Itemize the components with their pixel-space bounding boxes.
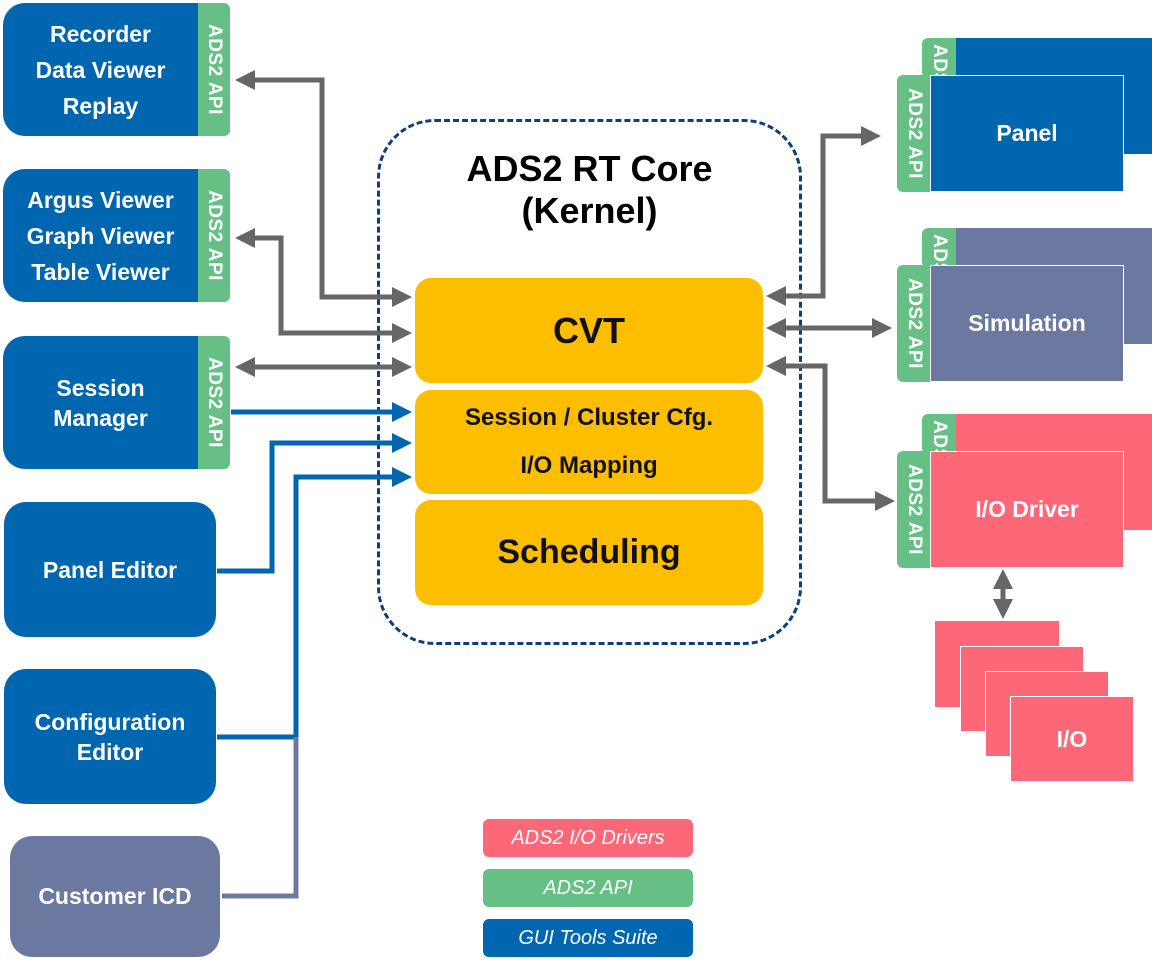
tool-label-line: Manager: [53, 404, 148, 431]
arrow-config-editor-cfg: [217, 467, 412, 740]
api-tag: ADS2 API: [897, 451, 931, 568]
api-tag-label: ADS2 API: [204, 357, 225, 448]
tool-label-line: Replay: [62, 92, 139, 119]
api-tag-label: ADS2 API: [928, 234, 950, 268]
tool-session-manager[interactable]: Session Manager: [3, 336, 198, 469]
tool-panel-editor[interactable]: Panel Editor: [4, 502, 216, 637]
io-driver-back-card-edge: [1149, 414, 1152, 530]
simulation-back-card-edge: [1149, 228, 1152, 344]
panel-label: Panel: [996, 120, 1058, 146]
tool-argus-graph-table-viewer[interactable]: Argus Viewer Graph Viewer Table Viewer: [3, 169, 198, 302]
api-tag: ADS2 API: [198, 3, 230, 136]
simulation-component[interactable]: Simulation: [930, 265, 1124, 382]
tool-label-line: Configuration: [34, 708, 186, 735]
rt-core-title-line1: ADS2 RT Core: [466, 148, 713, 189]
rt-core-title: ADS2 RT Core (Kernel): [377, 148, 802, 232]
io-mapping-label: I/O Mapping: [520, 452, 658, 479]
arrow-cvt-io-driver: [766, 356, 895, 511]
cvt-block[interactable]: CVT: [415, 278, 763, 383]
api-tag-back: ADS2 API: [922, 414, 956, 454]
rt-core-title-line2: (Kernel): [521, 190, 658, 231]
panel-back-card-edge: [1149, 38, 1152, 154]
legend-label: ADS2 API: [543, 876, 633, 899]
api-tag: ADS2 API: [198, 169, 230, 302]
arrow-recorder-cvt: [235, 70, 412, 307]
io-driver-label: I/O Driver: [975, 496, 1079, 522]
scheduling-label: Scheduling: [497, 533, 681, 571]
cvt-label: CVT: [553, 309, 625, 351]
simulation-label: Simulation: [968, 310, 1086, 336]
legend-gui-tools: GUI Tools Suite: [483, 919, 693, 957]
api-tag: ADS2 API: [198, 336, 230, 469]
io-label: I/O: [1056, 725, 1088, 752]
tool-label-line: Customer ICD: [38, 883, 192, 909]
api-tag-label: ADS2 API: [904, 464, 925, 555]
tool-label-line: Graph Viewer: [26, 222, 175, 249]
legend-api: ADS2 API: [483, 869, 693, 907]
api-tag-label: ADS2 API: [904, 88, 925, 179]
tool-label-line: Argus Viewer: [27, 186, 174, 213]
legend-label: ADS2 I/O Drivers: [511, 826, 665, 849]
tool-label-line: Panel Editor: [42, 556, 178, 583]
tool-label-line: Editor: [76, 738, 144, 765]
tool-label-line: Session: [56, 374, 145, 401]
tool-recorder-data-viewer-replay[interactable]: Recorder Data Viewer Replay: [3, 3, 198, 136]
api-tag-label: ADS2 API: [928, 44, 950, 78]
scheduling-block[interactable]: Scheduling: [415, 500, 763, 605]
session-cfg-label: Session / Cluster Cfg.: [464, 404, 714, 431]
api-tag-label: ADS2 API: [928, 420, 950, 454]
arrow-viewers-cvt: [235, 228, 412, 343]
io-driver-component[interactable]: I/O Driver: [930, 451, 1124, 568]
api-tag: ADS2 API: [897, 265, 931, 382]
arrow-panel-editor-cfg: [217, 433, 412, 574]
line-customer-icd: [222, 737, 299, 899]
legend-io-drivers: ADS2 I/O Drivers: [483, 819, 693, 857]
api-tag-back: ADS2 API: [922, 38, 956, 78]
panel-component[interactable]: Panel: [930, 75, 1124, 192]
api-tag: ADS2 API: [897, 75, 931, 192]
api-tag-label: ADS2 API: [904, 278, 925, 369]
api-tag-label: ADS2 API: [204, 24, 225, 115]
api-tag-back: ADS2 API: [922, 228, 956, 268]
session-cluster-cfg-block[interactable]: Session / Cluster Cfg. I/O Mapping: [415, 390, 763, 494]
tool-label-line: Table Viewer: [31, 258, 170, 285]
tool-label-line: Data Viewer: [35, 56, 166, 83]
tool-label-line: Recorder: [50, 20, 151, 47]
io-component[interactable]: I/O: [1010, 696, 1134, 782]
tool-customer-icd[interactable]: Customer ICD: [10, 836, 220, 957]
legend-label: GUI Tools Suite: [518, 926, 658, 949]
tool-configuration-editor[interactable]: Configuration Editor: [4, 669, 216, 804]
arrow-cvt-panel: [766, 126, 881, 306]
api-tag-label: ADS2 API: [204, 190, 225, 281]
